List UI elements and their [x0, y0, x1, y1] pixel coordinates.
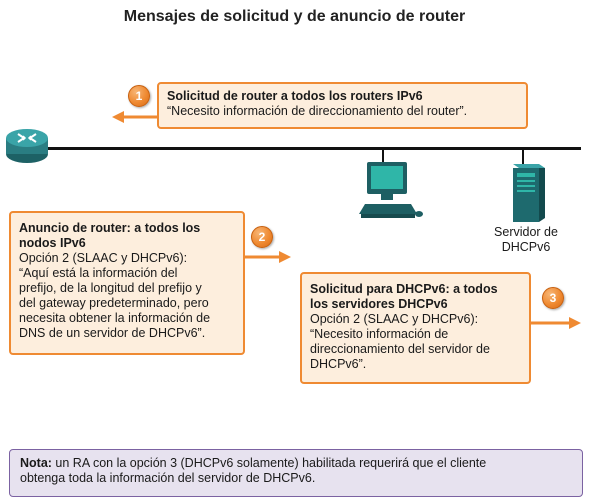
message-box-router-advertisement: Anuncio de router: a todos los nodos IPv… [9, 211, 245, 355]
note-line2: obtenga toda la información del servidor… [20, 471, 316, 485]
message-1-heading: Solicitud de router a todos los routers … [167, 89, 423, 103]
note-line1: un RA con la opción 3 (DHCPv6 solamente)… [51, 456, 487, 470]
server-label: Servidor de DHCPv6 [486, 225, 566, 255]
arrow-right-icon [531, 317, 581, 329]
network-line [40, 147, 581, 150]
desktop-computer-icon [359, 148, 423, 218]
message-3-line: DHCPv6”. [310, 357, 367, 371]
step-badge-3: 3 [542, 287, 564, 309]
message-2-heading-line1: Anuncio de router: a todos los [19, 221, 201, 235]
note-box: Nota: un RA con la opción 3 (DHCPv6 sola… [9, 449, 583, 497]
diagram-title: Mensajes de solicitud y de anuncio de ro… [123, 8, 466, 25]
message-2-line: DNS de un servidor de DHCPv6”. [19, 326, 206, 340]
arrow-left-icon [112, 111, 160, 123]
note-label: Nota: [20, 456, 52, 470]
message-2-heading-line2: nodos IPv6 [19, 236, 86, 250]
message-3-line: Opción 2 (SLAAC y DHCPv6): [310, 312, 479, 326]
server-icon [513, 148, 545, 222]
message-3-heading-line1: Solicitud para DHCPv6: a todos [310, 282, 498, 296]
message-box-dhcpv6-solicit: Solicitud para DHCPv6: a todos los servi… [300, 272, 531, 384]
message-2-line: necesita obtener la información de [19, 311, 211, 325]
step-badge-2: 2 [251, 226, 273, 248]
message-3-heading-line2: los servidores DHCPv6 [310, 297, 448, 311]
arrow-right-icon [245, 251, 291, 263]
message-2-line: del gateway predeterminado, pero [19, 296, 209, 310]
message-1-line: “Necesito información de direccionamient… [167, 104, 468, 118]
message-box-router-solicitation: Solicitud de router a todos los routers … [157, 82, 528, 129]
step-badge-1: 1 [128, 85, 150, 107]
server-label-line2: DHCPv6 [501, 240, 551, 254]
server-label-line1: Servidor de [494, 225, 558, 239]
message-2-line: prefijo, de la longitud del prefijo y [19, 281, 202, 295]
message-2-line: “Aquí está la información del [19, 266, 178, 280]
message-3-line: “Necesito información de [310, 327, 449, 341]
message-2-line: Opción 2 (SLAAC y DHCPv6): [19, 251, 188, 265]
router-icon [6, 129, 48, 163]
message-3-line: direccionamiento del servidor de [310, 342, 490, 356]
